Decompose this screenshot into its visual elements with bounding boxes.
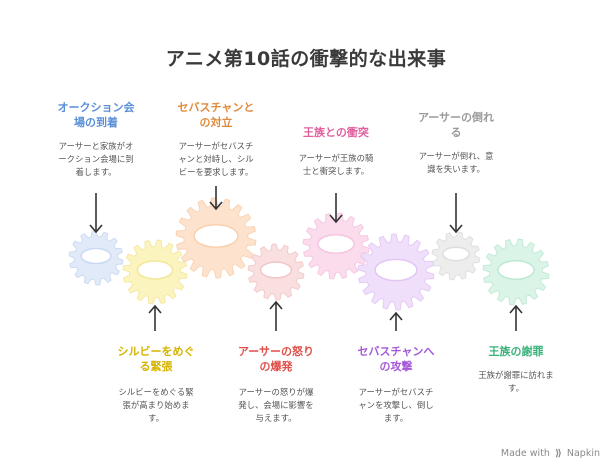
gear-hub	[317, 234, 355, 254]
step-description: アーサーが倒れ、意識を失います。	[418, 151, 494, 174]
gear-group	[68, 197, 550, 311]
made-with-napkin[interactable]: Made with ⟫ Napkin	[500, 448, 600, 459]
arrow-down-icon	[209, 186, 223, 211]
step-description: アーサーが王族の騎士と衝突します。	[298, 153, 374, 176]
step-title: アーサーの倒れる	[417, 111, 495, 139]
napkin-logo-icon: ⟫	[554, 448, 562, 459]
step-title: 王族の謝罪	[488, 345, 544, 358]
arrow-down-icon	[329, 193, 343, 224]
step-title: オークション会場の到着	[57, 101, 135, 129]
step-title: 王族との衝突	[303, 126, 369, 139]
arrow-down-icon	[449, 193, 463, 234]
step-title: アーサーの怒りの爆発	[237, 345, 315, 373]
step-description: アーサーの怒りが爆発し、会場に影響を与えます。	[238, 387, 314, 423]
step-sebastian-confrontation: セバスチャンとの対立 アーサーがセバスチャンと対峙し、シルビーを要求します。	[158, 100, 274, 179]
gear-hub	[497, 260, 535, 280]
arrow-up-icon	[389, 311, 403, 331]
step-description: シルビーをめぐる緊張が高まり始めます。	[118, 387, 194, 423]
step-title: セバスチャンとの対立	[177, 101, 255, 129]
step-royal-clash: 王族との衝突 アーサーが王族の騎士と衝突します。	[278, 125, 394, 178]
gear-hub	[442, 246, 470, 262]
gear-hub	[374, 258, 418, 282]
arrow-up-icon	[269, 300, 283, 331]
step-auction-arrival: オークション会場の到着 アーサーと家族がオークション会場に到着します。	[38, 100, 154, 179]
gear-hub	[193, 224, 239, 248]
page-title: アニメ第10話の衝撃的な出来事	[165, 48, 447, 70]
step-title: シルビーをめぐる緊張	[117, 345, 195, 373]
arrow-down-icon	[89, 193, 103, 234]
step-arthur-rage: アーサーの怒りの爆発 アーサーの怒りが爆発し、会場に影響を与えます。	[218, 344, 334, 425]
arrow-group	[89, 186, 523, 331]
step-description: 王族が謝罪に訪れます。	[478, 370, 554, 393]
step-title: セバスチャンへの攻撃	[357, 345, 435, 373]
step-royal-apology: 王族の謝罪 王族が謝罪に訪れます。	[458, 344, 574, 395]
arrow-up-icon	[148, 304, 162, 331]
step-attack-sebastian: セバスチャンへの攻撃 アーサーがセバスチャンを攻撃し、倒します。	[338, 344, 454, 425]
step-description: アーサーがセバスチャンを攻撃し、倒します。	[358, 387, 434, 423]
gear-hub	[136, 260, 174, 280]
step-description: アーサーと家族がオークション会場に到着します。	[58, 141, 134, 177]
gear-hub	[259, 261, 293, 279]
step-description: アーサーがセバスチャンと対峙し、シルビーを要求します。	[178, 141, 254, 177]
arrow-up-icon	[509, 304, 523, 331]
step-arthur-collapse: アーサーの倒れる アーサーが倒れ、意識を失います。	[398, 110, 514, 176]
gear-hub	[80, 247, 112, 265]
step-sylvie-tension: シルビーをめぐる緊張 シルビーをめぐる緊張が高まり始めます。	[98, 344, 214, 425]
